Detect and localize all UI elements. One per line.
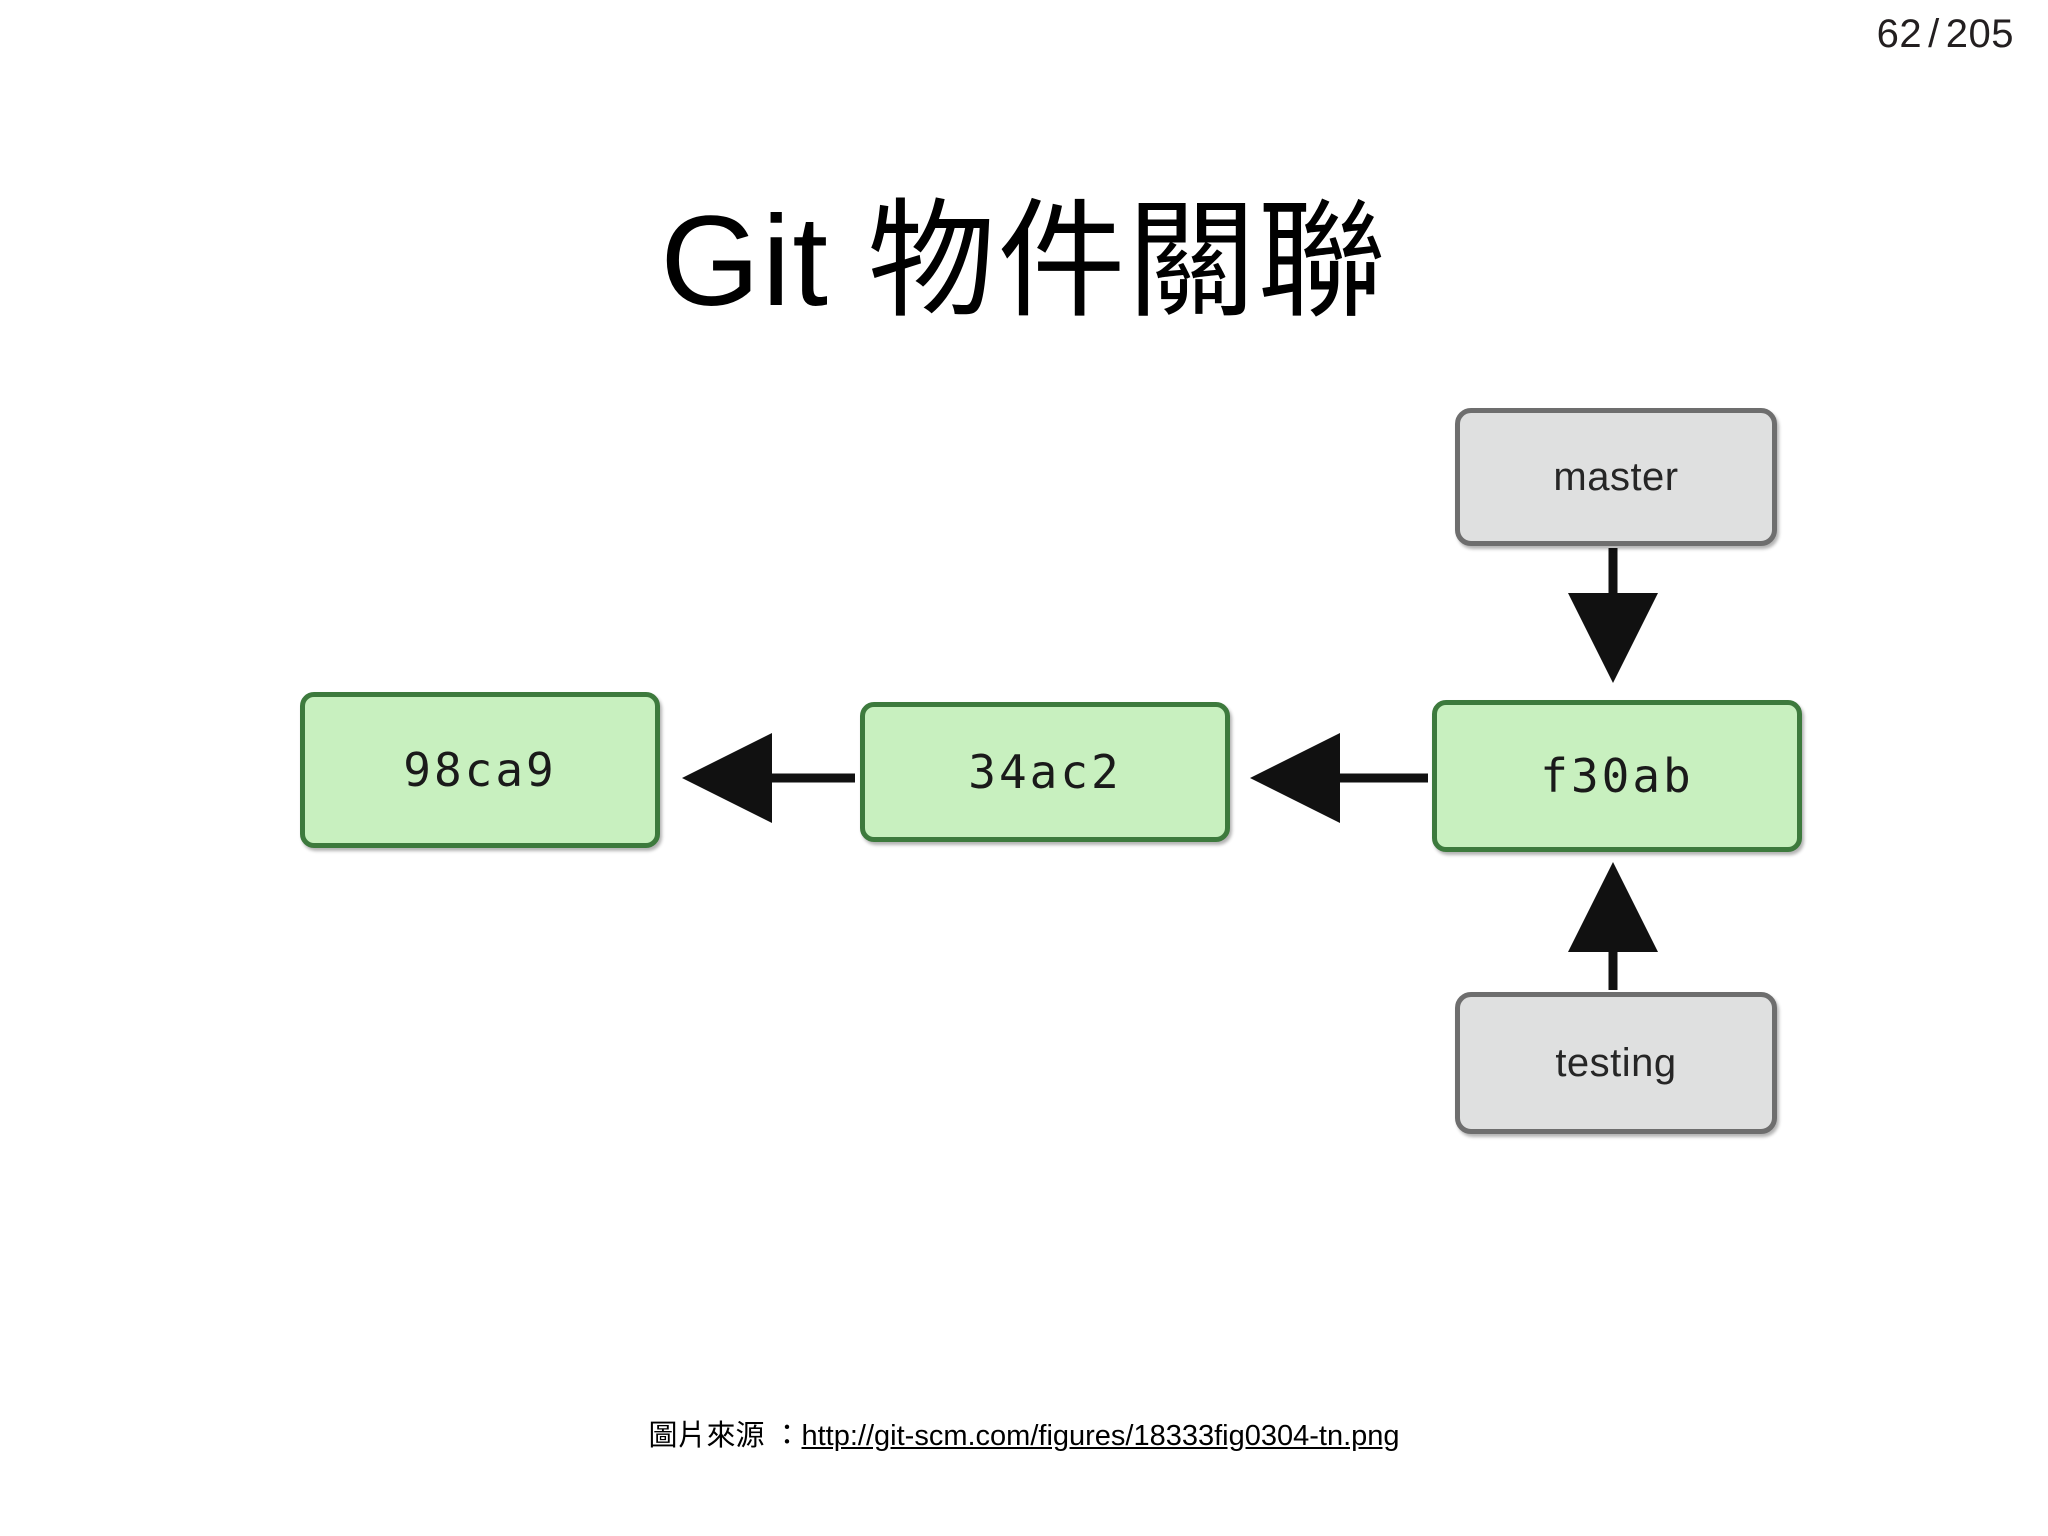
branch-label: master [1553, 454, 1679, 499]
branch-node-testing[interactable]: testing [1455, 992, 1777, 1134]
page-total: 205 [1945, 12, 2014, 56]
slide-title: Git 物件關聯 [660, 189, 1388, 333]
commit-label: 34ac2 [968, 745, 1122, 799]
page-current: 62 [1876, 12, 1923, 56]
commit-label: f30ab [1540, 749, 1694, 803]
source-label: 圖片來源 ： [648, 1420, 802, 1452]
commit-label: 98ca9 [403, 743, 557, 797]
commit-node-34ac2[interactable]: 34ac2 [860, 702, 1230, 842]
branch-label: testing [1555, 1040, 1677, 1085]
branch-node-master[interactable]: master [1455, 408, 1777, 546]
image-source-attribution: 圖片來源 ：http://git-scm.com/figures/18333fi… [0, 1418, 2048, 1456]
commit-node-98ca9[interactable]: 98ca9 [300, 692, 660, 848]
source-url-link[interactable]: http://git-scm.com/figures/18333fig0304-… [801, 1420, 1400, 1452]
commit-node-f30ab[interactable]: f30ab [1432, 700, 1802, 852]
page-indicator: 62/205 [1877, 10, 2014, 58]
page-separator: / [1928, 12, 1940, 56]
